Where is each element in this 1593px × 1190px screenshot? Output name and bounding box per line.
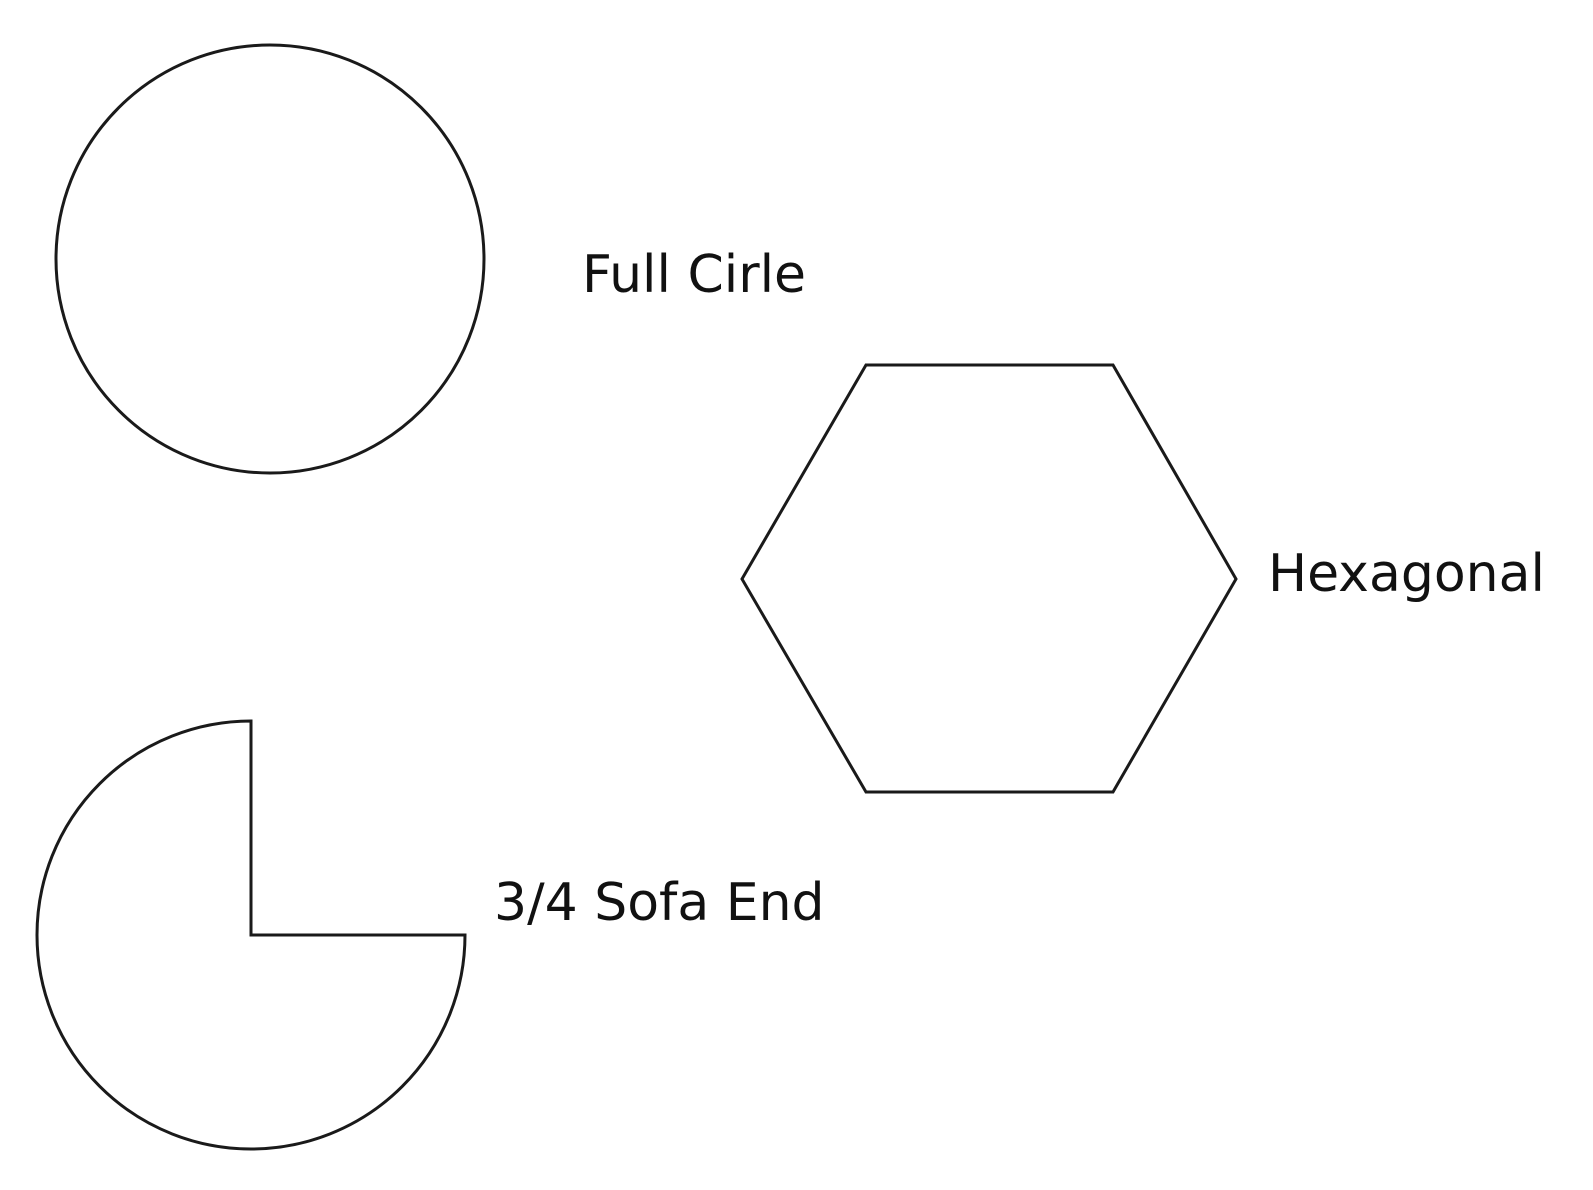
sofa-end-label: 3/4 Sofa End bbox=[494, 873, 825, 933]
hexagon-label: Hexagonal bbox=[1268, 544, 1545, 604]
three-quarter-circle-shape bbox=[35, 719, 467, 1151]
full-circle-label: Full Cirle bbox=[582, 245, 806, 305]
hexagon-shape bbox=[740, 363, 1238, 794]
full-circle-shape bbox=[54, 43, 486, 475]
